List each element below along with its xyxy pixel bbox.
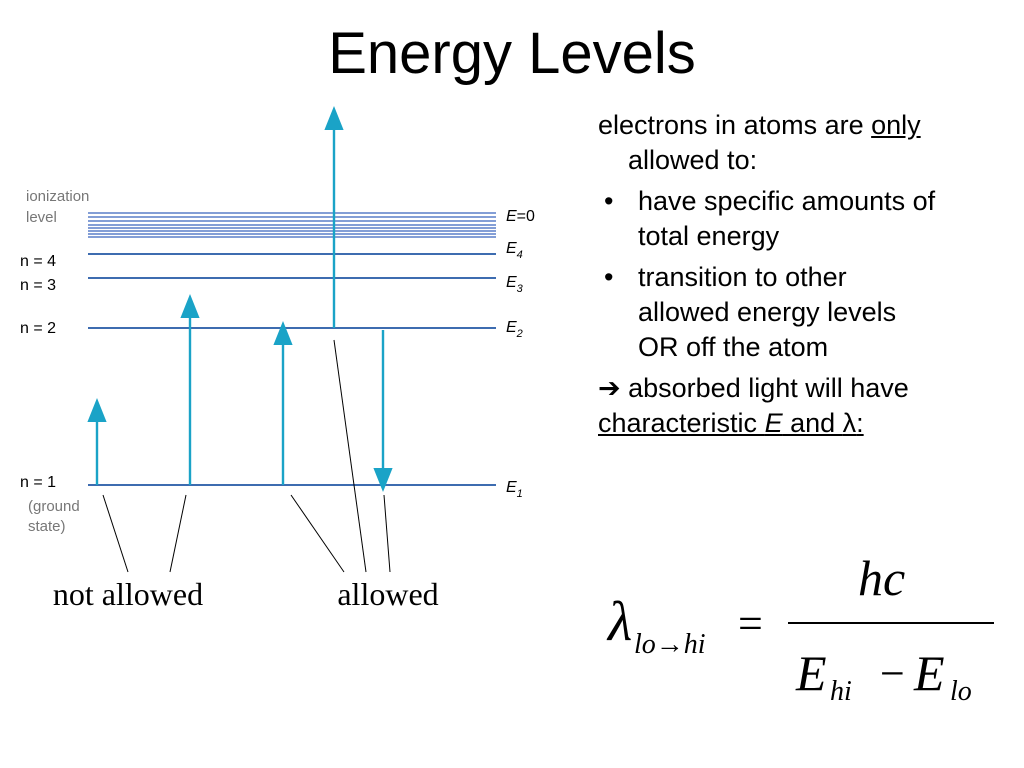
wavelength-formula: λ lo→hi = hc E hi − E lo — [606, 550, 994, 707]
level-label-n1: n = 1 — [20, 474, 56, 491]
formula-lambda-subscript: lo→hi — [634, 629, 706, 660]
allowed-label: allowed — [337, 576, 438, 612]
level-label-n2: n = 2 — [20, 320, 56, 337]
explanation-text: electrons in atoms are only allowed to: … — [598, 108, 1018, 447]
energy-label-e4: E4 — [506, 240, 523, 261]
formula-numerator: hc — [858, 550, 905, 606]
energy-label-e1: E1 — [506, 479, 523, 500]
formula-E-lo: E — [913, 645, 945, 701]
formula-E-hi-subscript: hi — [830, 676, 852, 707]
ground-state-label: (ground — [28, 498, 80, 515]
formula-E-hi: E — [795, 645, 827, 701]
ionization-label-2: level — [26, 209, 57, 226]
bullet-marker: • — [604, 186, 614, 216]
ionization-label: ionization — [26, 188, 89, 205]
intro-paragraph: electrons in atoms are only allowed to: — [598, 110, 921, 175]
formula-lambda: λ — [606, 591, 632, 653]
level-label-n4: n = 4 — [20, 253, 56, 270]
energy-level-diagram: ionization level n = 4 n = 3 n = 2 n = 1… — [20, 106, 535, 612]
ground-state-label-2: state) — [28, 518, 66, 535]
not-allowed-label: not allowed — [53, 576, 203, 612]
conclusion-paragraph: ➔ absorbed light will have characteristi… — [598, 373, 909, 438]
callout-lines — [102, 339, 391, 573]
formula-minus: − — [880, 649, 905, 698]
arrow-icon: ➔ — [598, 373, 621, 403]
formula-E-lo-subscript: lo — [950, 676, 972, 707]
level-label-n3: n = 3 — [20, 277, 56, 294]
bullet-transition: • transition to other allowed energy lev… — [604, 262, 897, 362]
bullet-specific-energy: • have specific amounts of total energy — [604, 186, 936, 251]
ionization-band — [88, 212, 496, 238]
energy-label-e0: E=0 — [506, 208, 535, 225]
page-title: Energy Levels — [328, 21, 696, 86]
formula-equals: = — [738, 599, 763, 648]
bullet-marker: • — [604, 262, 614, 292]
energy-label-e3: E3 — [506, 274, 524, 295]
energy-label-e2: E2 — [506, 319, 523, 340]
